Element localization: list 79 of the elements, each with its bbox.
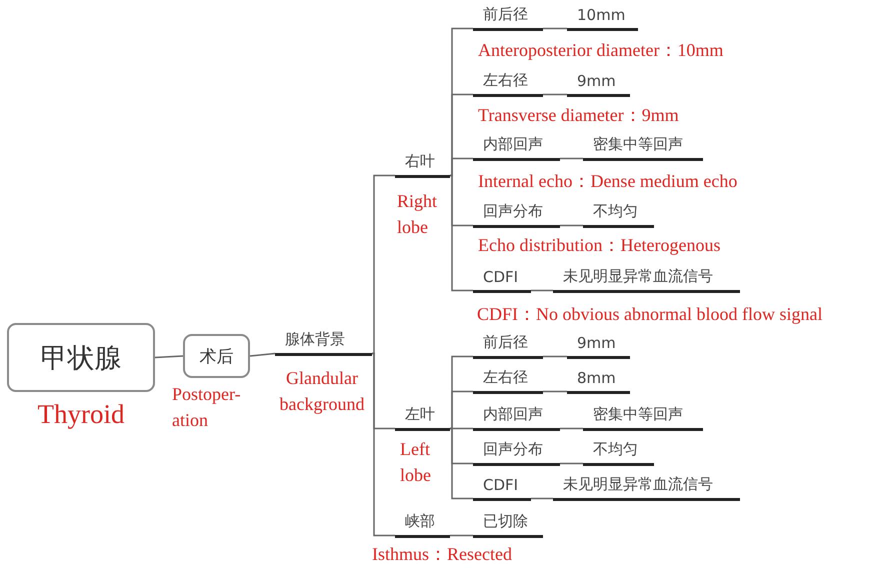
connector-line [560, 158, 583, 160]
branch-underline [553, 267, 740, 293]
topic-text: 已切除 [483, 512, 528, 531]
translation-text: Echo distribution：Heterogenous [478, 234, 720, 257]
topic-box [7, 323, 155, 392]
topic-text: CDFI [483, 476, 518, 494]
branch-underline [395, 405, 450, 431]
branch-underline [473, 135, 560, 161]
branch-underline [583, 405, 703, 431]
topic-box [183, 334, 250, 378]
connector-line [560, 462, 583, 464]
connector-line [450, 390, 473, 430]
connector-line [450, 428, 473, 500]
translation-text: Glandular background [278, 367, 366, 416]
topic-text: 左叶 [405, 405, 435, 424]
topic-text: 左右径 [483, 368, 528, 387]
translation-text: Thyroid [36, 398, 126, 431]
branch-underline [473, 71, 543, 97]
branch-underline [395, 512, 450, 538]
topic-text: 前后径 [483, 333, 528, 352]
topic-text: 腺体背景 [285, 330, 345, 349]
topic-text: 术后 [200, 346, 234, 368]
topic-text: 密集中等回声 [593, 135, 683, 154]
connector-line [450, 428, 473, 430]
topic-text: 9mm [577, 334, 616, 352]
topic-text: 左右径 [483, 71, 528, 90]
branch-underline [473, 333, 543, 359]
topic-text: CDFI [483, 268, 518, 286]
connector-line [450, 158, 473, 176]
translation-text: Right lobe [397, 190, 438, 239]
connector-line [543, 356, 567, 358]
branch-underline [473, 512, 543, 538]
translation-text: Anteroposterior diameter：10mm [478, 39, 724, 62]
topic-text: 内部回声 [483, 405, 543, 424]
topic-text: 未见明显异常血流信号 [563, 475, 713, 494]
translation-text: Transverse diameter：9mm [478, 104, 679, 127]
connector-line [543, 28, 567, 30]
topic-text: 不均匀 [593, 202, 638, 221]
connector-line [450, 534, 473, 536]
topic-text: 未见明显异常血流信号 [563, 267, 713, 286]
branch-underline [553, 475, 740, 501]
topic-text: 右叶 [405, 152, 435, 171]
connector-line [560, 428, 583, 430]
topic-text: 回声分布 [483, 202, 543, 221]
connector-line [250, 352, 276, 357]
topic-text: 前后径 [483, 5, 528, 24]
branch-underline [473, 5, 543, 31]
connector-line [543, 94, 567, 96]
translation-text: Left lobe [400, 438, 432, 487]
connector-line [372, 174, 395, 354]
connector-line [154, 355, 184, 358]
branch-underline [583, 135, 703, 161]
connector-line [450, 174, 473, 292]
branch-underline [583, 440, 654, 466]
connector-line [531, 498, 553, 500]
branch-underline [583, 202, 654, 228]
translation-text: Internal echo：Dense medium echo [478, 170, 738, 193]
topic-text: 不均匀 [593, 440, 638, 459]
topic-text: 回声分布 [483, 440, 543, 459]
translation-text: Postoper- ation [172, 383, 242, 432]
branch-underline [275, 330, 372, 356]
connector-line [543, 390, 567, 392]
topic-text: 9mm [577, 72, 616, 90]
topic-text: 10mm [577, 6, 626, 24]
topic-text: 甲状腺 [40, 342, 122, 376]
connector-line [372, 352, 395, 536]
branch-underline [473, 405, 560, 431]
branch-underline [473, 202, 560, 228]
branch-underline [473, 440, 560, 466]
topic-text: 8mm [577, 369, 616, 387]
connector-line [560, 224, 583, 226]
topic-text: 内部回声 [483, 135, 543, 154]
topic-text: 密集中等回声 [593, 405, 683, 424]
branch-underline [395, 152, 450, 178]
translation-text: Isthmus：Resected [372, 543, 512, 566]
topic-text: 峡部 [405, 512, 435, 531]
translation-text: CDFI：No obvious abnormal blood flow signal [477, 303, 822, 326]
connector-line [531, 290, 553, 292]
branch-underline [473, 368, 543, 394]
